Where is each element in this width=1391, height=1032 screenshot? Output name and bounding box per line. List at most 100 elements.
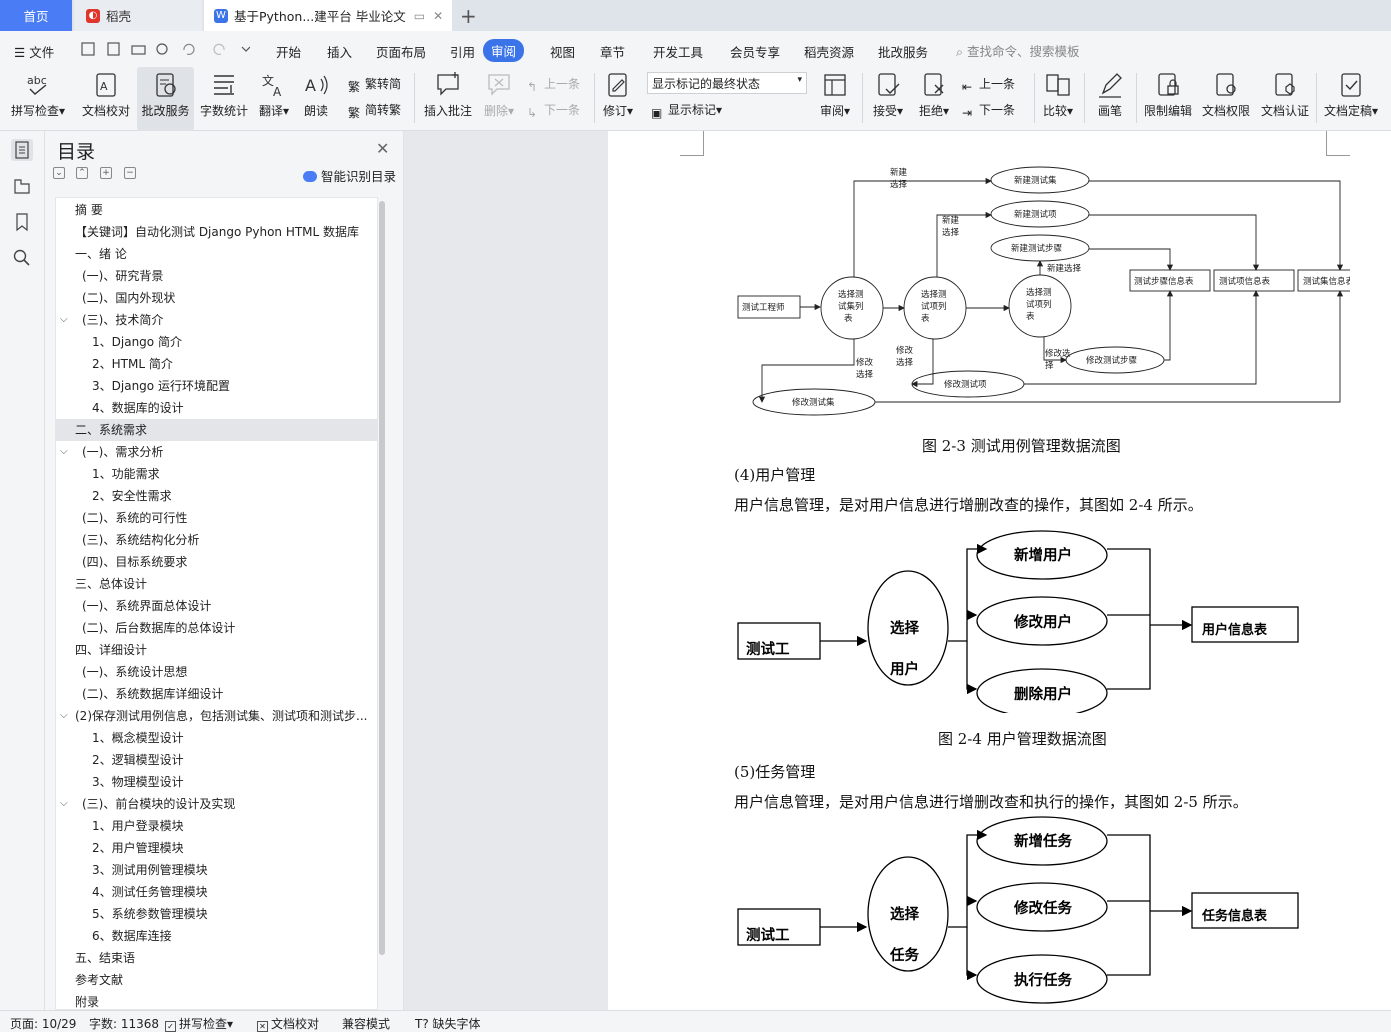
spell-check-button[interactable]: abc 拼写检查▾ [6, 67, 70, 131]
smart-toc-button[interactable]: 智能识别目录 [303, 166, 396, 185]
new-tab-icon[interactable]: + [460, 4, 477, 28]
toc-item[interactable]: 三、总体设计 [56, 573, 377, 595]
search-icon[interactable] [11, 247, 33, 269]
show-markup-button[interactable]: ▣显示标记▾ [651, 103, 723, 120]
toc-item[interactable]: (一)、系统界面总体设计 [56, 595, 377, 617]
proofread-status[interactable]: ✕文档校对 [257, 1015, 319, 1032]
toc-item[interactable]: (二)、后台数据库的总体设计 [56, 617, 377, 639]
compare-button[interactable]: 比较▾ [1038, 67, 1078, 131]
menu-item[interactable]: 审阅 [483, 39, 525, 62]
word-count-button[interactable]: 字数统计 [196, 67, 252, 131]
toc-item[interactable]: 五、结束语 [56, 947, 377, 969]
toc-item[interactable]: (一)、系统设计思想 [56, 661, 377, 683]
missing-font-status[interactable]: T? 缺失字体 [415, 1015, 481, 1032]
toc-item[interactable]: 1、概念模型设计 [56, 727, 377, 749]
toc-item[interactable]: (二)、系统的可行性 [56, 507, 377, 529]
toc-icon[interactable] [11, 139, 33, 161]
toc-item[interactable]: 四、详细设计 [56, 639, 377, 661]
expand-all-icon[interactable]: ⌄ [53, 167, 65, 179]
chevron-down-icon[interactable]: ⌵ [60, 710, 68, 721]
delete-comment-button[interactable]: 删除▾ [478, 67, 520, 131]
save-icon[interactable] [81, 42, 95, 56]
correction-service-button[interactable]: 批改服务 [137, 67, 194, 131]
word-count-indicator[interactable]: 字数: 11368 [89, 1017, 160, 1031]
insert-comment-button[interactable]: 插入批注 [420, 67, 476, 131]
add-heading-icon[interactable]: + [100, 167, 112, 179]
toc-item[interactable]: 摘 要 [56, 199, 377, 221]
menu-item[interactable]: 插入 [327, 45, 353, 60]
track-changes-button[interactable]: 修订▾ [598, 67, 638, 131]
tab-daoke[interactable]: ◐ 稻壳 [74, 0, 202, 31]
toc-item[interactable]: 3、测试用例管理模块 [56, 859, 377, 881]
toc-item[interactable]: (二)、国内外现状 [56, 287, 377, 309]
pen-button[interactable]: 画笔 [1090, 67, 1130, 131]
menu-item[interactable]: 页面布局 [376, 45, 427, 60]
simp-to-trad-button[interactable]: 繁简转繁 [348, 101, 401, 120]
toc-item[interactable]: 4、数据库的设计 [56, 397, 377, 419]
menu-item[interactable]: 章节 [600, 45, 626, 60]
spell-check-status[interactable]: ✓拼写检查▾ [165, 1015, 233, 1032]
toc-item[interactable]: (二)、系统数据库详细设计 [56, 683, 377, 705]
prev-comment-button[interactable]: ↰上一条 [527, 75, 580, 94]
menu-item[interactable]: 开始 [276, 45, 302, 60]
toc-item[interactable]: 1、用户登录模块 [56, 815, 377, 837]
file-menu[interactable]: ☰ 文件 [14, 42, 54, 61]
toc-item[interactable]: 4、测试任务管理模块 [56, 881, 377, 903]
doc-cert-button[interactable]: 文档认证 [1256, 67, 1314, 131]
doc-rights-button[interactable]: 文档权限 [1198, 67, 1254, 131]
chevron-down-icon[interactable]: ⌵ [60, 798, 68, 809]
finalize-doc-button[interactable]: 文档定稿▾ [1320, 67, 1382, 131]
tab-document[interactable]: W 基于Python...建平台 毕业论文 ▭ ✕ [204, 0, 452, 31]
toc-item[interactable]: ⌵(2)保存测试用例信息，包括测试集、测试项和测试步... [56, 705, 377, 727]
menu-item[interactable]: 会员专享 [730, 45, 781, 60]
menu-item[interactable]: 引用 [450, 45, 476, 60]
accept-button[interactable]: 接受▾ [868, 67, 908, 131]
remove-heading-icon[interactable]: − [124, 167, 136, 179]
toc-item[interactable]: ⌵(一)、需求分析 [56, 441, 377, 463]
prev-change-button[interactable]: ⇤上一条 [962, 75, 1015, 94]
toc-item[interactable]: 6、数据库连接 [56, 925, 377, 947]
redo-icon[interactable] [213, 43, 225, 55]
print-preview-icon[interactable] [156, 43, 168, 55]
menu-item[interactable]: 开发工具 [653, 45, 704, 60]
restrict-edit-button[interactable]: 限制编辑 [1140, 67, 1196, 131]
toc-item[interactable]: ⌵(三)、前台模块的设计及实现 [56, 793, 377, 815]
toc-item[interactable]: 附录 [56, 991, 377, 1009]
toc-item[interactable]: 2、HTML 简介 [56, 353, 377, 375]
toc-item[interactable]: 2、逻辑模型设计 [56, 749, 377, 771]
toc-item[interactable]: (四)、目标系统要求 [56, 551, 377, 573]
toc-item[interactable]: 3、Django 运行环境配置 [56, 375, 377, 397]
toc-item[interactable]: 2、安全性需求 [56, 485, 377, 507]
toc-item[interactable]: 1、功能需求 [56, 463, 377, 485]
toc-scrollbar[interactable] [379, 201, 385, 955]
toc-item[interactable]: 2、用户管理模块 [56, 837, 377, 859]
chapter-nav-icon[interactable] [11, 175, 33, 197]
chevron-down-icon[interactable]: ⌵ [60, 446, 68, 457]
document-page[interactable]: 测试工程师 选择测 试集列 表 选择测 试项列 表 选择测 试项列 表 新建测试… [608, 131, 1391, 1010]
markup-state-select[interactable]: 显示标记的最终状态▾ [647, 72, 807, 94]
print-icon[interactable] [131, 45, 146, 55]
proofread-button[interactable]: A 文档校对 [76, 67, 136, 131]
page-indicator[interactable]: 页面: 10/29 [10, 1017, 77, 1031]
pin-icon[interactable]: ▭ [413, 8, 426, 23]
toc-item[interactable]: 1、Django 简介 [56, 331, 377, 353]
toc-item[interactable]: ⌵(三)、技术简介 [56, 309, 377, 331]
next-comment-button[interactable]: ↳下一条 [527, 101, 580, 120]
tab-home[interactable]: 首页 [0, 0, 72, 31]
customize-toolbar-icon[interactable] [241, 46, 250, 52]
close-icon[interactable]: ✕ [376, 139, 390, 158]
toc-item[interactable]: (三)、系统结构化分析 [56, 529, 377, 551]
toc-item[interactable]: 【关键词】自动化测试 Django Pyhon HTML 数据库 [56, 221, 377, 243]
bookmark-icon[interactable] [11, 211, 33, 233]
toc-item[interactable]: 3、物理模型设计 [56, 771, 377, 793]
menu-item[interactable]: 批改服务 [878, 45, 929, 60]
close-tab-icon[interactable]: ✕ [433, 8, 444, 23]
reject-button[interactable]: 拒绝▾ [914, 67, 954, 131]
review-pane-button[interactable]: 审阅▾ [814, 67, 856, 131]
chevron-down-icon[interactable]: ⌵ [60, 314, 68, 325]
toc-item[interactable]: 参考文献 [56, 969, 377, 991]
trad-to-simp-button[interactable]: 繁繁转简 [348, 75, 401, 94]
read-aloud-button[interactable]: A 朗读 [298, 67, 334, 131]
toc-item[interactable]: (一)、研究背景 [56, 265, 377, 287]
